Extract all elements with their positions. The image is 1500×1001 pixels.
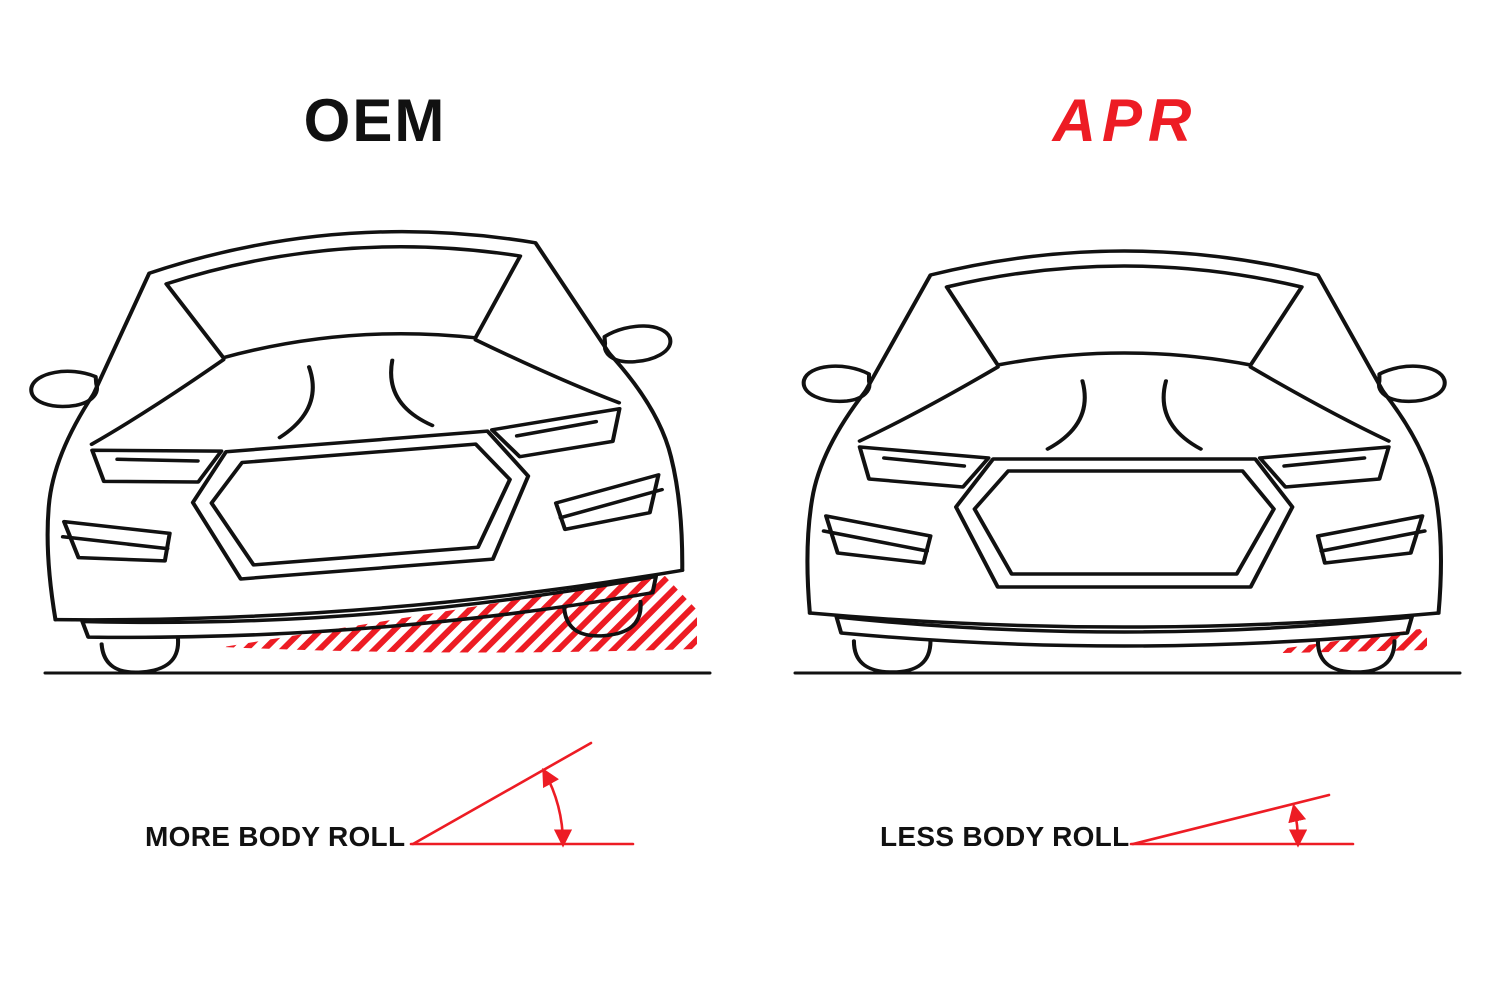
angle-arc bbox=[542, 767, 573, 848]
angle-hypotenuse bbox=[411, 741, 593, 846]
angle-arc bbox=[1288, 803, 1308, 848]
oem-car-scene bbox=[25, 186, 712, 746]
apr-caption: LESS BODY ROLL bbox=[880, 821, 1130, 852]
apr-angle-diagram bbox=[1129, 793, 1355, 848]
angle-hypotenuse bbox=[1131, 793, 1331, 846]
oem-caption: MORE BODY ROLL bbox=[145, 821, 406, 852]
apr-car bbox=[804, 251, 1445, 672]
apr-logo: APR bbox=[1052, 87, 1198, 154]
apr-car-outline bbox=[804, 251, 1445, 672]
oem-title: OEM bbox=[303, 87, 447, 154]
oem-angle-diagram bbox=[409, 741, 635, 848]
apr-car-scene bbox=[793, 186, 1462, 675]
